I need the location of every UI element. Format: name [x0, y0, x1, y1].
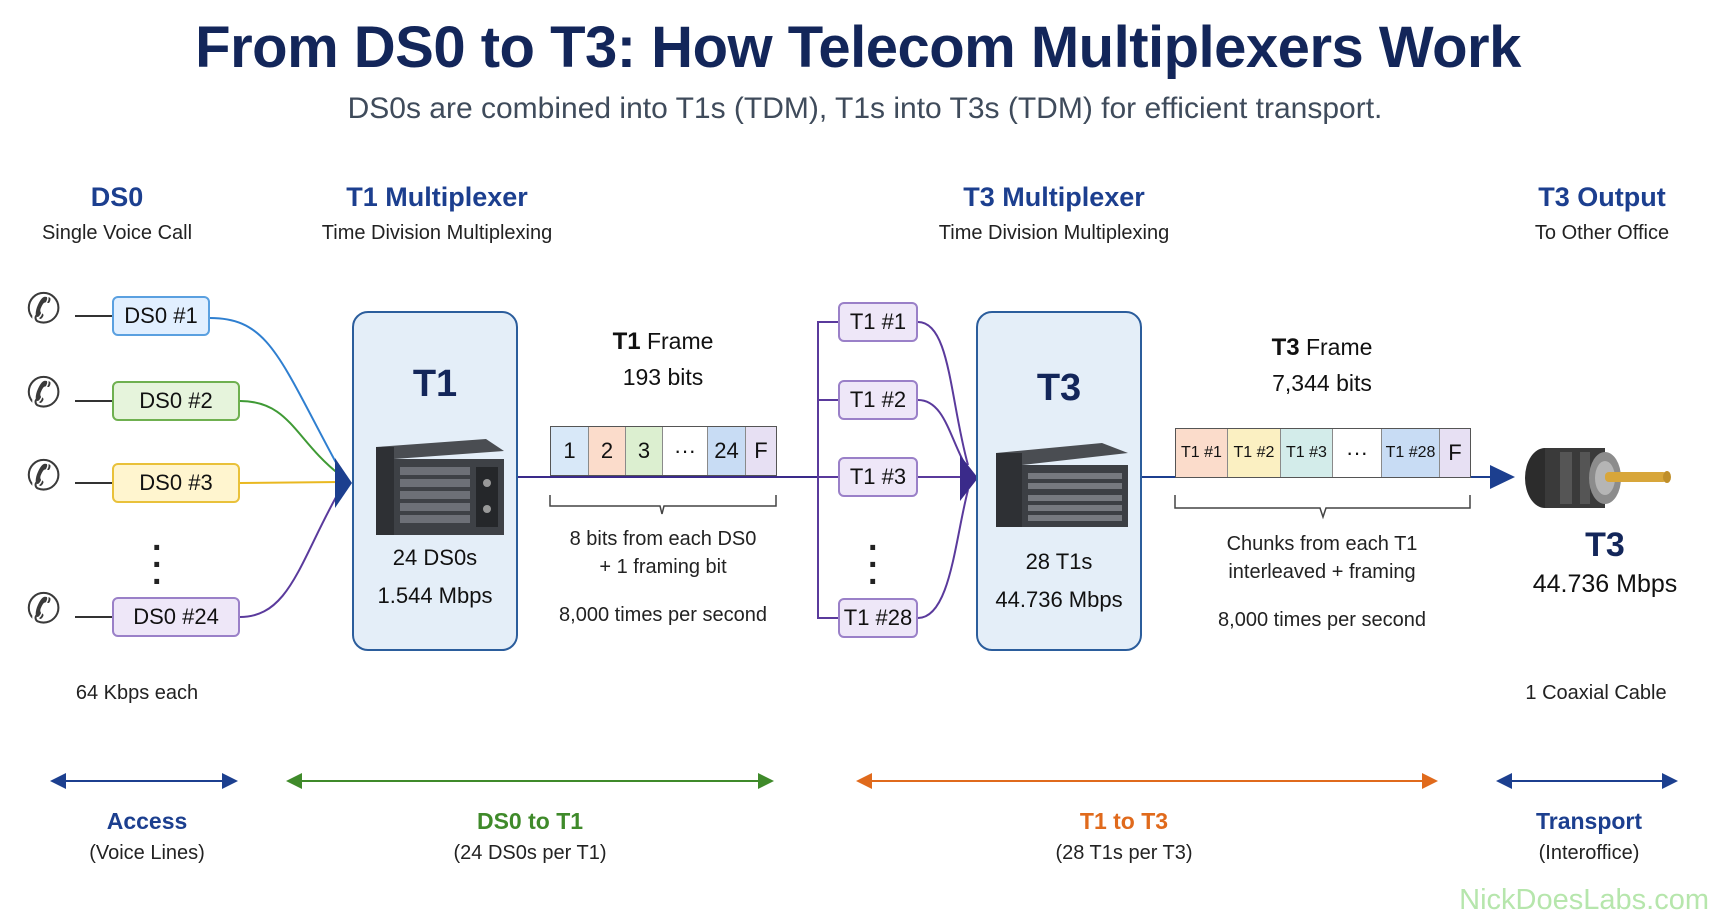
- stage-transport-sub: (Interoffice): [1538, 842, 1640, 864]
- t3-mux-rate: 44.736 Mbps: [995, 587, 1123, 612]
- t3-mux-t1-count: 28 T1s: [1025, 549, 1093, 574]
- t1-input-box: T1 #1: [838, 302, 918, 342]
- t1-frame: [550, 426, 777, 476]
- t1-frame-cell: 1: [551, 427, 589, 475]
- t3-frame-desc-1: Chunks from each T1: [1226, 533, 1418, 555]
- t3-frame-bits: 7,344 bits: [1272, 370, 1372, 396]
- stage-access-title: Access: [106, 808, 188, 834]
- t3-frame-cell: T1 #2: [1228, 429, 1281, 477]
- t3-frame-desc-2: interleaved + framing: [1228, 561, 1416, 583]
- t1-frame-title: T1 Frame: [612, 328, 714, 355]
- t1mux-column-title: T1 Multiplexer: [346, 182, 528, 212]
- ellipsis-vertical: ···: [868, 529, 880, 601]
- t3-frame-cell: T1 #3: [1281, 429, 1333, 477]
- t3-frame-cell: F: [1440, 429, 1470, 477]
- stage-ds0-t1-sub: (24 DS0s per T1): [453, 842, 607, 864]
- t1-frame-desc-1: 8 bits from each DS0: [569, 528, 757, 550]
- ds0-2-line: [239, 400, 341, 476]
- t3-frame-rate: 8,000 times per second: [1218, 609, 1426, 631]
- t1-mux-title: T1: [412, 363, 458, 405]
- t1-frame-cell: 2: [589, 427, 626, 475]
- t3mux-column-subtitle: Time Division Multiplexing: [938, 222, 1170, 244]
- phone-icon: ✆: [26, 285, 62, 332]
- t3-output-arrowhead: [1490, 465, 1515, 489]
- t3-frame: [1175, 428, 1471, 478]
- ds0-column-subtitle: Single Voice Call: [41, 222, 193, 244]
- t1-frame-desc-2: + 1 framing bit: [599, 556, 727, 578]
- t3-frame-brace: [1174, 495, 1471, 520]
- page-subtitle: DS0s are combined into T1s (TDM), T1s in…: [347, 92, 1383, 125]
- ds0-input-box: DS0 #24: [112, 597, 240, 637]
- t1-mux-ds0-count: 24 DS0s: [392, 545, 478, 570]
- t1-frame-brace: [549, 495, 777, 515]
- ds0-column-title: DS0: [90, 182, 144, 212]
- phone-icon: ✆: [26, 452, 62, 499]
- phone-icon: ✆: [26, 585, 62, 632]
- ds0-input-box: DS0 #1: [112, 296, 210, 336]
- ds0-input-box: DS0 #2: [112, 381, 240, 421]
- t1-frame-cell: ···: [663, 427, 708, 475]
- t3-frame-cell: T1 #1: [1176, 429, 1228, 477]
- ds0-input-box: DS0 #3: [112, 463, 240, 503]
- t3out-column-title: T3 Output: [1538, 182, 1666, 212]
- stage-transport-title: Transport: [1535, 808, 1643, 834]
- stage-ds0-t1-title: DS0 to T1: [476, 808, 584, 834]
- t3-frame-title: T3 Frame: [1271, 334, 1373, 361]
- ds0-24-line: [239, 489, 341, 618]
- t3-frame-cell: T1 #28: [1382, 429, 1440, 477]
- t1-frame-rate: 8,000 times per second: [559, 604, 767, 626]
- t1-input-arrowhead: [335, 458, 352, 508]
- t1-input-box: T1 #3: [838, 457, 918, 497]
- watermark: NickDoesLabs.com: [1459, 884, 1709, 916]
- t1-frame-cell: 24: [708, 427, 746, 475]
- t3out-column-subtitle: To Other Office: [1534, 222, 1670, 244]
- t3-mux-title: T3: [1036, 367, 1082, 409]
- t3-multiplexer-box: T3 28 T1s 44.736 Mbps: [976, 311, 1142, 651]
- phone-icon: ✆: [26, 369, 62, 416]
- t3mux-column-title: T3 Multiplexer: [963, 182, 1145, 212]
- stage-t1-t3-sub: (28 T1s per T3): [1055, 842, 1193, 864]
- t1mux-column-subtitle: Time Division Multiplexing: [321, 222, 553, 244]
- stage-access-sub: (Voice Lines): [89, 842, 205, 864]
- ds0-rate-note: 64 Kbps each: [75, 682, 199, 704]
- t3-output-rate: 44.736 Mbps: [1532, 570, 1678, 598]
- t1-frame-bits: 193 bits: [622, 364, 704, 390]
- t3-output-title: T3: [1585, 526, 1625, 564]
- coax-connector-icon: [1525, 448, 1671, 508]
- t3-output-cable: 1 Coaxial Cable: [1525, 682, 1667, 704]
- t1-mux-rate: 1.544 Mbps: [377, 583, 493, 608]
- t1-inputs-bracket: [817, 321, 838, 619]
- t3-input-arrowhead: [960, 455, 978, 501]
- t3-chassis-icon: [990, 443, 1130, 534]
- ds0-1-line: [209, 317, 341, 471]
- phone-lines: [75, 315, 112, 618]
- t1-chassis-icon: [368, 439, 506, 542]
- t1-multiplexer-box: T1 24 DS0s 1.544 Mbps: [352, 311, 518, 651]
- page-title: From DS0 to T3: How Telecom Multiplexers…: [195, 15, 1521, 80]
- stage-t1-t3-title: T1 to T3: [1079, 808, 1169, 834]
- ds0-3-line: [239, 481, 341, 484]
- t1-frame-cell: 3: [626, 427, 663, 475]
- t3-frame-cell: ···: [1333, 429, 1382, 477]
- t1-input-box: T1 #2: [838, 380, 918, 420]
- t1-frame-cell: F: [746, 427, 776, 475]
- ellipsis-vertical: ···: [152, 529, 164, 601]
- t1-input-box: T1 #28: [838, 598, 918, 638]
